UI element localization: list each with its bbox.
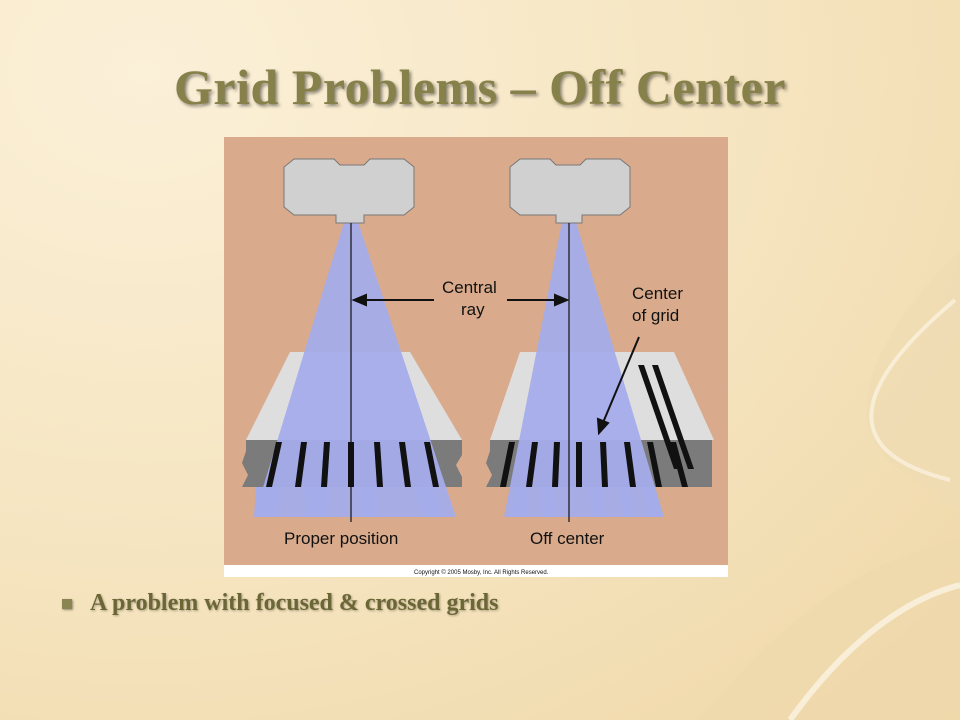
bullet-item: A problem with focused & crossed grids (62, 590, 498, 617)
proper-position-diagram (242, 158, 462, 522)
label-central: Central (442, 278, 497, 297)
bullet-marker (62, 598, 72, 609)
off-center-diagram (486, 158, 714, 522)
central-ray-arrows (351, 293, 570, 307)
label-ray: ray (461, 300, 485, 319)
label-proper-position: Proper position (284, 529, 398, 548)
xray-tube-left (283, 158, 415, 224)
copyright-text: Copyright © 2005 Mosby, Inc. All Rights … (414, 569, 549, 576)
bullet-text: A problem with focused & crossed grids (90, 590, 499, 616)
label-of-grid: of grid (632, 306, 679, 325)
label-off-center: Off center (530, 529, 605, 548)
label-center: Center (632, 284, 683, 303)
center-grid-arrow (596, 336, 640, 436)
xray-beam-right (504, 222, 664, 517)
xray-tube-right (509, 158, 631, 224)
grid-diagram: Central ray Center of grid Proper positi… (224, 137, 728, 577)
slide-title: Grid Problems – Off Center (174, 59, 786, 115)
